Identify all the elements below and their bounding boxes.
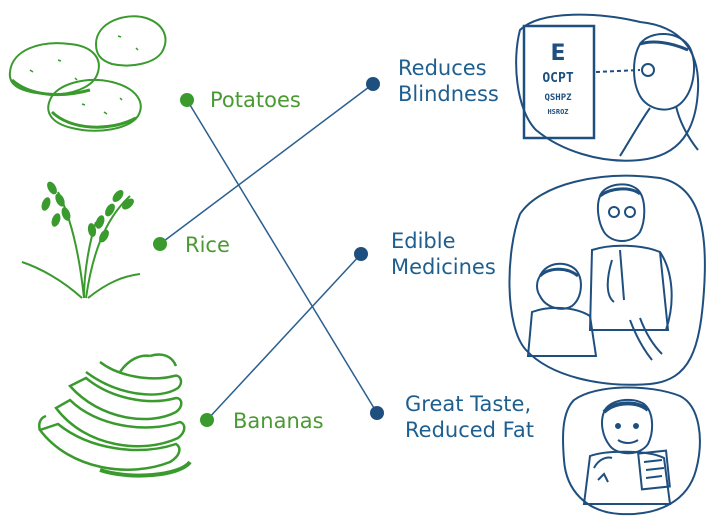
benefit-dots: [354, 77, 384, 420]
dot-bananas: [200, 413, 214, 427]
connector-lines: [159, 83, 378, 421]
connector-bananas-to-medicines: [206, 253, 362, 421]
benefit-label-line-2: Medicines: [391, 255, 496, 279]
benefit-label-blindness: Reduces Blindness: [398, 55, 499, 107]
benefit-label-line-2: Reduced Fat: [405, 418, 534, 442]
dot-taste: [370, 406, 384, 420]
crop-label-potatoes: Potatoes: [210, 88, 301, 112]
crop-label-rice: Rice: [185, 233, 230, 257]
benefit-label-taste: Great Taste, Reduced Fat: [405, 391, 534, 443]
connector-potatoes-to-taste: [186, 99, 378, 414]
dot-blindness: [366, 77, 380, 91]
benefit-label-line-1: Great Taste,: [405, 392, 532, 416]
eye-chart-row-2: OCPT: [542, 71, 573, 86]
dot-medicines: [354, 247, 368, 261]
crop-label-bananas: Bananas: [233, 409, 324, 433]
benefit-label-line-1: Reduces: [398, 56, 487, 80]
dot-potatoes: [180, 93, 194, 107]
crop-dots: [153, 93, 214, 427]
benefit-label-medicines: Edible Medicines: [391, 228, 496, 280]
rice-plant-illustration: [21, 181, 141, 299]
benefit-label-line-1: Edible: [391, 229, 456, 253]
dot-rice: [153, 237, 167, 251]
doctor-patient-illustration: [508, 174, 706, 386]
eye-chart-row-3: QSHPZ: [544, 93, 572, 103]
benefit-label-line-2: Blindness: [398, 82, 499, 106]
eye-chart-row-4: HSROZ: [547, 108, 568, 116]
boy-eating-illustration: [562, 386, 701, 516]
bananas-illustration: [37, 353, 192, 478]
eye-exam-illustration: E OCPT QSHPZ HSROZ: [515, 13, 700, 162]
connector-rice-to-blindness: [159, 83, 374, 245]
potatoes-illustration: [8, 15, 167, 132]
eye-chart-row-1: E: [550, 41, 565, 66]
